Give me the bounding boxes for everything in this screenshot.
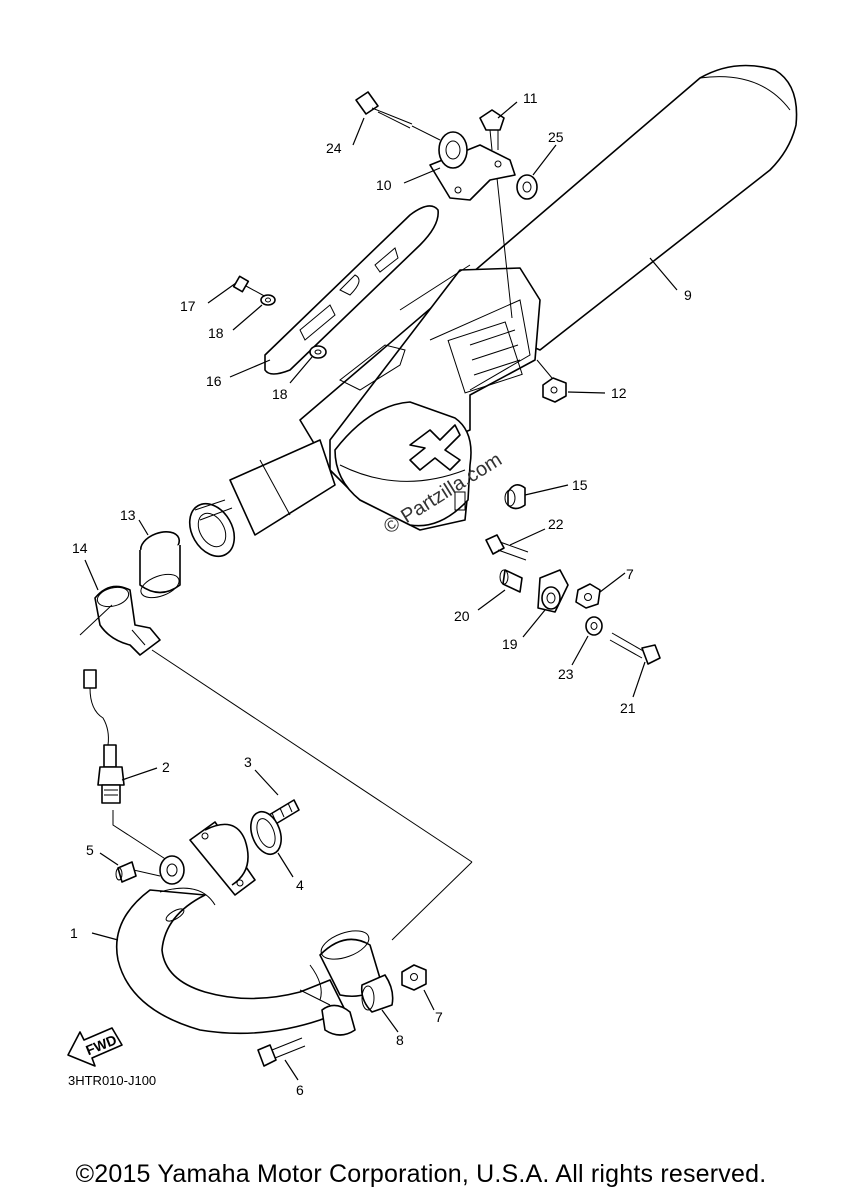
oxygen-sensor-part-2[interactable] [83, 669, 125, 804]
damper-part-15[interactable] [504, 484, 526, 510]
bolt-part-6[interactable] [257, 1037, 306, 1067]
callout-6: 6 [296, 1082, 304, 1098]
callout-12: 12 [611, 385, 627, 401]
heat-protector-part-16[interactable] [264, 205, 439, 375]
copyright-notice: ©2015 Yamaha Motor Corporation, U.S.A. A… [75, 1160, 767, 1188]
callout-labels: 1 2 3 4 5 6 7 7 8 9 10 11 12 13 14 15 16… [70, 90, 692, 1098]
callout-2: 2 [162, 759, 170, 775]
callout-18a: 18 [208, 325, 224, 341]
callout-5: 5 [86, 842, 94, 858]
callout-16: 16 [206, 373, 222, 389]
callout-21: 21 [620, 700, 636, 716]
nut-part-5[interactable] [115, 861, 137, 883]
washer-part-23[interactable] [585, 616, 603, 636]
callout-25: 25 [548, 129, 564, 145]
muffler-part-9[interactable] [181, 64, 798, 565]
damper-part-8[interactable] [360, 974, 394, 1013]
exhaust-pipe-part-1[interactable] [115, 821, 383, 1036]
callout-4: 4 [296, 877, 304, 893]
callout-1: 1 [70, 925, 78, 941]
washer-part-18a[interactable] [260, 294, 276, 306]
gasket-part-13[interactable] [137, 527, 183, 602]
callout-23: 23 [558, 666, 574, 682]
bracket-part-10[interactable] [429, 131, 516, 201]
forward-arrow-icon: FWD [67, 1027, 123, 1067]
callout-10: 10 [376, 177, 392, 193]
nut-part-12[interactable] [542, 377, 567, 403]
nut-part-7a[interactable] [575, 583, 601, 609]
clamp-part-14[interactable] [94, 584, 161, 656]
washer-part-18b[interactable] [309, 345, 327, 359]
bolt-part-17[interactable] [232, 275, 269, 299]
callout-20: 20 [454, 608, 470, 624]
callout-7b: 7 [435, 1009, 443, 1025]
damper-part-19[interactable] [537, 569, 569, 613]
bolt-part-21[interactable] [609, 632, 661, 665]
bolt-part-11[interactable] [479, 109, 505, 151]
diagram-code: 3HTR010-J100 [68, 1073, 157, 1088]
gasket-part-4[interactable] [245, 808, 286, 859]
callout-8: 8 [396, 1032, 404, 1048]
callout-15: 15 [572, 477, 588, 493]
callout-7a: 7 [626, 566, 634, 582]
callout-17: 17 [180, 298, 196, 314]
callout-19: 19 [502, 636, 518, 652]
nut-part-7b[interactable] [401, 964, 427, 991]
callout-18b: 18 [272, 386, 288, 402]
callout-22: 22 [548, 516, 564, 532]
collar-part-25[interactable] [516, 174, 538, 200]
bolt-part-24[interactable] [355, 91, 441, 141]
callout-24: 24 [326, 140, 342, 156]
leader-lines [84, 101, 678, 1081]
callout-13: 13 [120, 507, 136, 523]
callout-9: 9 [684, 287, 692, 303]
callout-14: 14 [72, 540, 88, 556]
bolt-part-22[interactable] [485, 534, 529, 561]
callout-11: 11 [523, 90, 538, 106]
callout-3: 3 [244, 754, 252, 770]
collar-part-20[interactable] [499, 569, 523, 593]
